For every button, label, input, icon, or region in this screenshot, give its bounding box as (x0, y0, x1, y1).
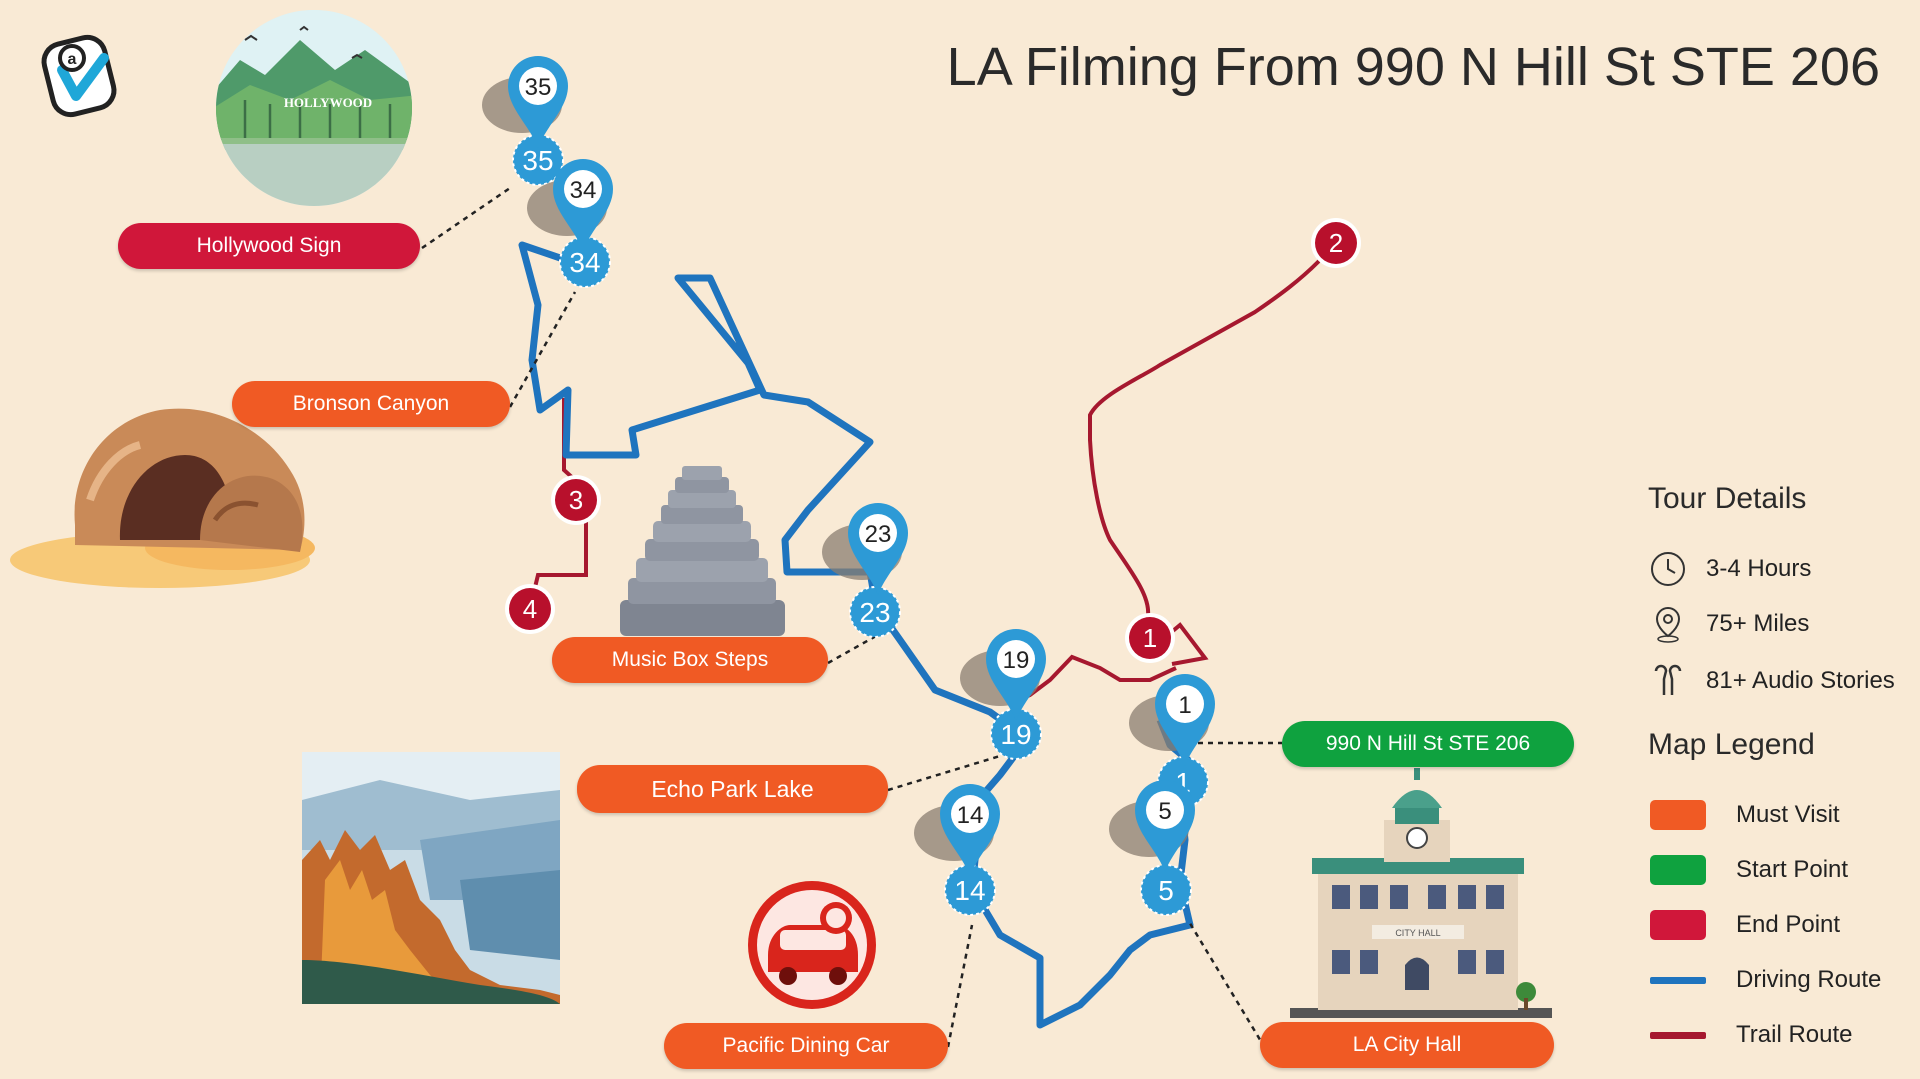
app-logo-icon[interactable]: a (40, 34, 118, 119)
label-hollywood-sign[interactable]: Hollywood Sign (118, 223, 420, 269)
car-dining-icon (748, 881, 876, 1009)
stop-1-pin-label: 1 (1178, 692, 1191, 719)
stop-1-pin[interactable]: 1 (1129, 674, 1215, 766)
trail-marker-3-label: 3 (569, 485, 583, 515)
legend-trail-route: Trail Route (1650, 1018, 1852, 1052)
bronson-cave-illustration (10, 408, 315, 588)
legend-label-end-point: End Point (1736, 911, 1841, 938)
page-title: LA Filming From 990 N Hill St STE 206 (946, 37, 1880, 97)
stop-5-pin-label: 5 (1158, 798, 1171, 825)
stop-19-pin[interactable]: 19 (960, 629, 1046, 721)
stop-35-pin-label: 35 (525, 74, 552, 101)
tour-duration-row: 3-4 Hours (1648, 549, 1811, 589)
trail-marker-1[interactable]: 1 (1125, 613, 1175, 663)
stop-23-badge[interactable]: 23 (849, 586, 901, 638)
legend-label-driving-route: Driving Route (1736, 966, 1882, 993)
stop-35-badge-label: 35 (522, 145, 553, 176)
legend-swatch-trail-route (1650, 1031, 1706, 1039)
stop-14-badge[interactable]: 14 (944, 864, 996, 916)
stop-35-badge[interactable]: 35 (512, 134, 564, 186)
tour-stories: 81+ Audio Stories (1706, 667, 1895, 694)
stop-5-badge-label: 5 (1158, 875, 1174, 906)
earbuds-icon (1654, 664, 1682, 695)
stop-23-badge-label: 23 (859, 597, 890, 628)
stop-23-pin-label: 23 (865, 521, 892, 548)
stop-19-badge[interactable]: 19 (990, 708, 1042, 760)
stop-23-pin[interactable]: 23 (822, 503, 908, 595)
clock-icon (1651, 552, 1685, 586)
canyon-landscape-illustration (302, 752, 560, 1004)
trail-marker-3[interactable]: 3 (551, 475, 601, 525)
trail-marker-1-label: 1 (1143, 623, 1157, 653)
map-legend-heading: Map Legend (1648, 728, 1815, 762)
legend-must-visit: Must Visit (1650, 798, 1840, 832)
stop-34-badge[interactable]: 34 (559, 236, 611, 288)
tour-duration: 3-4 Hours (1706, 555, 1812, 582)
hollywood-sign-illustration: HOLLYWOOD (216, 10, 412, 206)
stop-5-pin[interactable]: 5 (1109, 780, 1195, 872)
label-music-box-steps[interactable]: Music Box Steps (552, 637, 828, 683)
city-hall-text: CITY HALL (1395, 928, 1440, 938)
svg-text:a: a (68, 51, 77, 68)
trail-marker-4[interactable]: 4 (505, 584, 555, 634)
location-pin-icon (1655, 606, 1681, 643)
legend-swatch-driving-route (1650, 976, 1706, 984)
legend-label-must-visit: Must Visit (1736, 801, 1840, 828)
legend-swatch-start-point (1650, 855, 1706, 885)
stop-14-pin[interactable]: 14 (914, 784, 1000, 876)
stop-19-pin-label: 19 (1003, 647, 1030, 674)
trail-marker-2[interactable]: 2 (1311, 218, 1361, 268)
tour-details-heading: Tour Details (1648, 482, 1806, 516)
legend-end-point: End Point (1650, 908, 1840, 942)
label-la-city-hall[interactable]: LA City Hall (1260, 1022, 1554, 1068)
hollywood-sign-text: HOLLYWOOD (284, 95, 372, 110)
tour-details-heading-text: Tour Details (1648, 482, 1807, 515)
trail-marker-4-label: 4 (523, 594, 537, 624)
legend-start-point: Start Point (1650, 853, 1848, 887)
legend-label-trail-route: Trail Route (1736, 1021, 1853, 1048)
stop-19-badge-label: 19 (1000, 719, 1031, 750)
city-hall-illustration: CITY HALL (1290, 768, 1552, 1018)
label-echo-park-lake[interactable]: Echo Park Lake (577, 765, 888, 813)
legend-swatch-end-point (1650, 910, 1706, 940)
label-connectors (421, 186, 1282, 1049)
legend-swatch-must-visit (1650, 800, 1706, 830)
label-start-address[interactable]: 990 N Hill St STE 206 (1282, 721, 1574, 767)
tour-distance: 75+ Miles (1706, 610, 1810, 637)
stop-34-badge-label: 34 (569, 247, 600, 278)
music-box-steps-illustration (620, 466, 785, 636)
tour-distance-row: 75+ Miles (1648, 604, 1809, 644)
tour-stories-row: 81+ Audio Stories (1648, 661, 1895, 701)
stop-14-pin-label: 14 (957, 802, 984, 829)
legend-label-start-point: Start Point (1736, 856, 1849, 883)
label-bronson-canyon[interactable]: Bronson Canyon (232, 381, 510, 427)
map-legend-heading-text: Map Legend (1648, 728, 1815, 761)
stop-35-pin[interactable]: 35 (482, 56, 568, 148)
trail-marker-2-label: 2 (1329, 228, 1343, 258)
legend-driving-route: Driving Route (1650, 963, 1881, 997)
stop-34-pin-label: 34 (570, 177, 597, 204)
stop-5-badge[interactable]: 5 (1140, 864, 1192, 916)
label-pacific-dining-car[interactable]: Pacific Dining Car (664, 1023, 948, 1069)
stop-14-badge-label: 14 (954, 875, 985, 906)
stop-34-pin[interactable]: 34 (527, 159, 613, 251)
